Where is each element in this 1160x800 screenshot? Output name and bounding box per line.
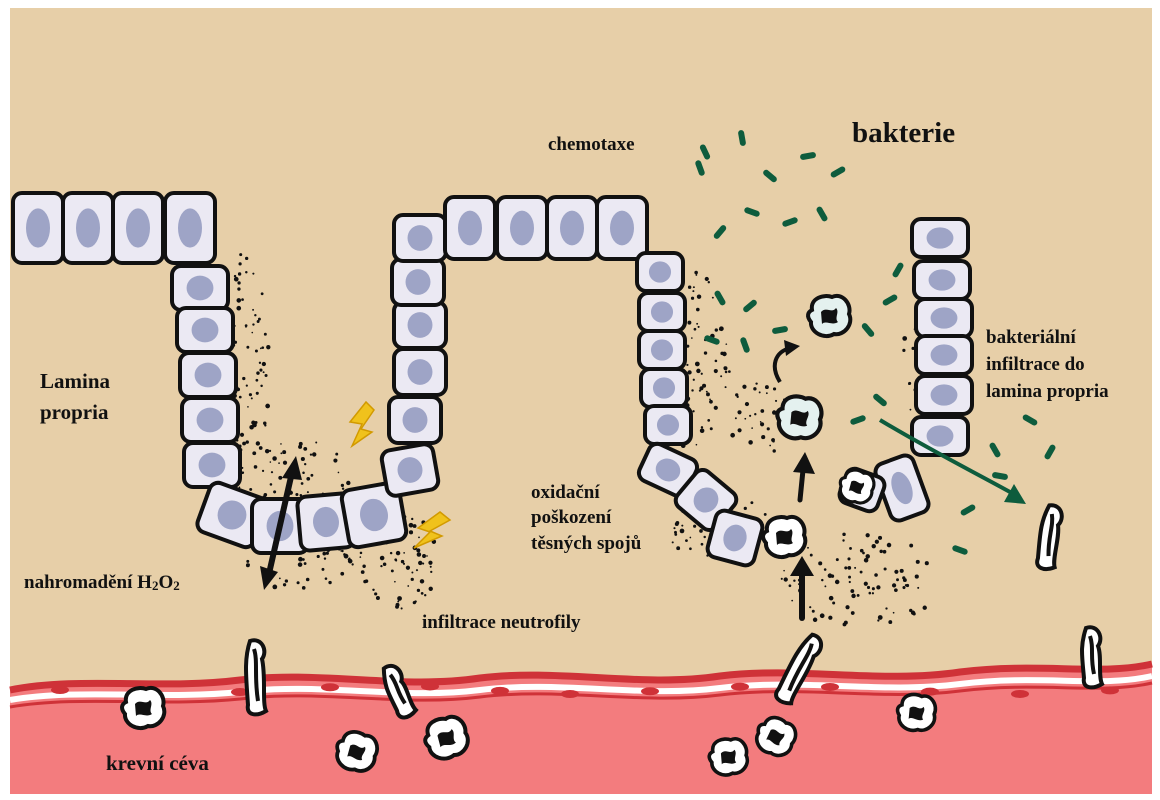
neutrophil-icon xyxy=(1082,627,1102,687)
bacteria-label: bakterie xyxy=(852,117,955,149)
bacterial-infiltration-label-line2: infiltrace do xyxy=(986,354,1085,375)
epithelial-cell-icon xyxy=(916,376,972,414)
neutrophil-icon xyxy=(122,688,164,728)
lamina-propria-label-line2: propria xyxy=(40,400,109,424)
epithelial-cell-icon xyxy=(392,259,444,305)
epithelial-cell-icon xyxy=(916,336,972,374)
oxidative-damage-label-line2: poškození xyxy=(531,507,612,528)
epithelial-cell-icon xyxy=(184,443,240,487)
epithelial-cell-icon xyxy=(597,197,647,259)
oxidative-damage-label-line3: těsných spojů xyxy=(531,533,642,554)
epithelial-cell-icon xyxy=(445,197,495,259)
lamina-propria-label-line1: Lamina xyxy=(40,369,111,393)
epithelial-cell-icon xyxy=(113,193,163,263)
neutrophil-icon xyxy=(709,739,747,775)
epithelial-cell-icon xyxy=(914,261,970,299)
epithelial-cell-icon xyxy=(165,193,215,263)
epithelial-cell-icon xyxy=(497,197,547,259)
epithelial-cell-icon xyxy=(637,253,683,291)
epithelial-cell-icon xyxy=(394,349,446,395)
neutrophil-icon xyxy=(246,640,266,714)
epithelial-cell-icon xyxy=(394,302,446,348)
epithelial-cell-icon xyxy=(547,197,597,259)
neutrophil-icon xyxy=(763,517,805,557)
epithelial-cell-icon xyxy=(394,215,446,261)
neutrophil-icon xyxy=(808,296,850,336)
chemotaxis-label: chemotaxe xyxy=(548,134,635,155)
blood-vessel-label: krevní céva xyxy=(106,751,209,775)
epithelial-cell-icon xyxy=(13,193,63,263)
epithelial-cell-icon xyxy=(639,331,685,369)
epithelial-cell-icon xyxy=(912,219,968,257)
bacterial-infiltration-label-line1: bakteriální xyxy=(986,327,1076,348)
neutrophil-infiltration-label: infiltrace neutrofily xyxy=(422,612,581,633)
epithelial-cell-icon xyxy=(389,397,441,443)
epithelial-cell-icon xyxy=(912,417,968,455)
epithelial-cell-icon xyxy=(380,443,439,497)
epithelial-cell-icon xyxy=(916,299,972,337)
epithelial-cell-icon xyxy=(177,308,233,352)
epithelial-cell-icon xyxy=(641,369,687,407)
epithelial-cell-icon xyxy=(182,398,238,442)
epithelial-cell-icon xyxy=(180,353,236,397)
epithelial-cell-icon xyxy=(63,193,113,263)
epithelial-cell-icon xyxy=(172,266,228,310)
bacterial-infiltration-label-line3: lamina propria xyxy=(986,381,1109,402)
epithelial-cell-icon xyxy=(639,293,685,331)
epithelial-cell-icon xyxy=(645,406,691,444)
epithelial-cell-icon xyxy=(706,509,765,568)
oxidative-damage-label-line1: oxidační xyxy=(531,482,600,503)
